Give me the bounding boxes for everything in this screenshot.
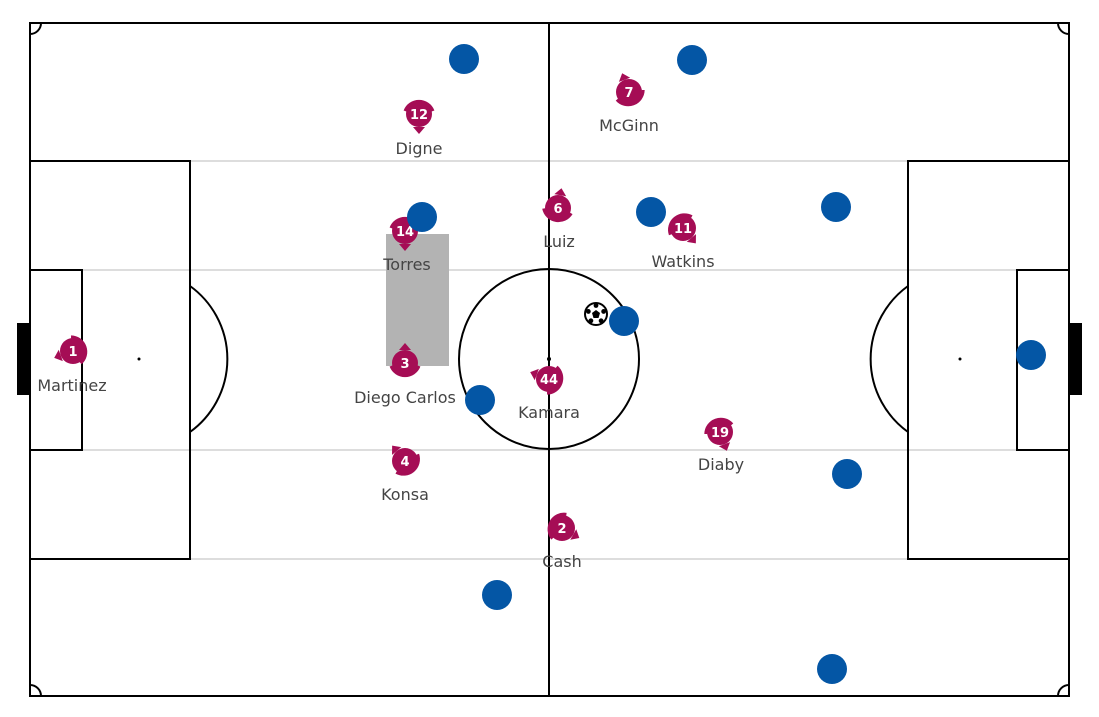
highlight-zone bbox=[386, 234, 449, 366]
player-direction-arrow bbox=[399, 244, 411, 251]
player-name: Cash bbox=[542, 552, 581, 571]
away-player-marker bbox=[407, 202, 437, 232]
player-name: Watkins bbox=[651, 252, 714, 271]
player-direction-arrow bbox=[686, 234, 696, 244]
player-number: 14 bbox=[396, 225, 414, 240]
left-goal bbox=[17, 323, 30, 395]
away-player-marker bbox=[465, 385, 495, 415]
player-name: Kamara bbox=[518, 403, 580, 422]
right-goal bbox=[1069, 323, 1082, 395]
player-name: Konsa bbox=[381, 485, 429, 504]
player-number: 44 bbox=[540, 373, 558, 388]
player-direction-arrow bbox=[618, 73, 631, 82]
corner-arc-br bbox=[1057, 684, 1070, 697]
player-number: 3 bbox=[400, 357, 409, 372]
football-icon bbox=[584, 302, 608, 326]
right-penalty-spot bbox=[958, 357, 962, 361]
centre-spot bbox=[547, 357, 551, 361]
player-circle bbox=[60, 338, 86, 364]
player-name: Diaby bbox=[698, 455, 744, 474]
away-player-marker bbox=[609, 306, 639, 336]
player-direction-arrow bbox=[530, 368, 539, 381]
player-circle bbox=[670, 215, 696, 241]
player-number: 7 bbox=[624, 86, 633, 101]
player-circle bbox=[549, 515, 575, 541]
player-number: 2 bbox=[557, 522, 566, 537]
player-circle bbox=[545, 195, 571, 221]
left-penalty-box bbox=[29, 160, 191, 560]
player-direction-arrow bbox=[54, 349, 63, 362]
player-number: 11 bbox=[674, 222, 692, 237]
corner-arc-tr bbox=[1057, 22, 1070, 35]
player-number: 6 bbox=[553, 202, 562, 217]
player-name: Diego Carlos bbox=[354, 388, 456, 407]
player-direction-arrow bbox=[399, 343, 411, 350]
corner-arc-tl bbox=[29, 22, 42, 35]
away-player-marker bbox=[636, 197, 666, 227]
away-player-marker bbox=[677, 45, 707, 75]
centre-circle bbox=[458, 268, 640, 450]
player-circle bbox=[392, 350, 418, 376]
away-player-marker bbox=[832, 459, 862, 489]
player-direction-arrow bbox=[392, 445, 402, 455]
player-direction-arrow bbox=[570, 529, 580, 540]
player-circle bbox=[406, 101, 432, 127]
player-name: McGinn bbox=[599, 116, 659, 135]
away-player-marker bbox=[482, 580, 512, 610]
away-player-marker bbox=[449, 44, 479, 74]
player-number: 12 bbox=[410, 108, 428, 123]
player-circle bbox=[616, 79, 642, 105]
away-player-marker bbox=[1016, 340, 1046, 370]
player-name: Torres bbox=[382, 255, 431, 274]
corner-arc-bl bbox=[29, 684, 42, 697]
player-number: 4 bbox=[400, 455, 409, 470]
player-name: Luiz bbox=[543, 232, 575, 251]
player-direction-arrow bbox=[413, 127, 425, 134]
player-direction-arrow bbox=[718, 442, 731, 451]
player-circle bbox=[536, 366, 562, 392]
player-name: Martinez bbox=[37, 376, 106, 395]
player-direction-arrow bbox=[554, 188, 567, 197]
player-number: 19 bbox=[711, 426, 729, 441]
away-player-marker bbox=[817, 654, 847, 684]
right-penalty-arc bbox=[869, 285, 909, 433]
left-penalty-arc bbox=[189, 285, 229, 433]
player-name: Digne bbox=[396, 139, 443, 158]
player-circle bbox=[392, 448, 418, 474]
left-penalty-spot bbox=[137, 357, 141, 361]
away-player-marker bbox=[821, 192, 851, 222]
player-circle bbox=[707, 419, 733, 445]
player-number: 1 bbox=[68, 345, 77, 360]
